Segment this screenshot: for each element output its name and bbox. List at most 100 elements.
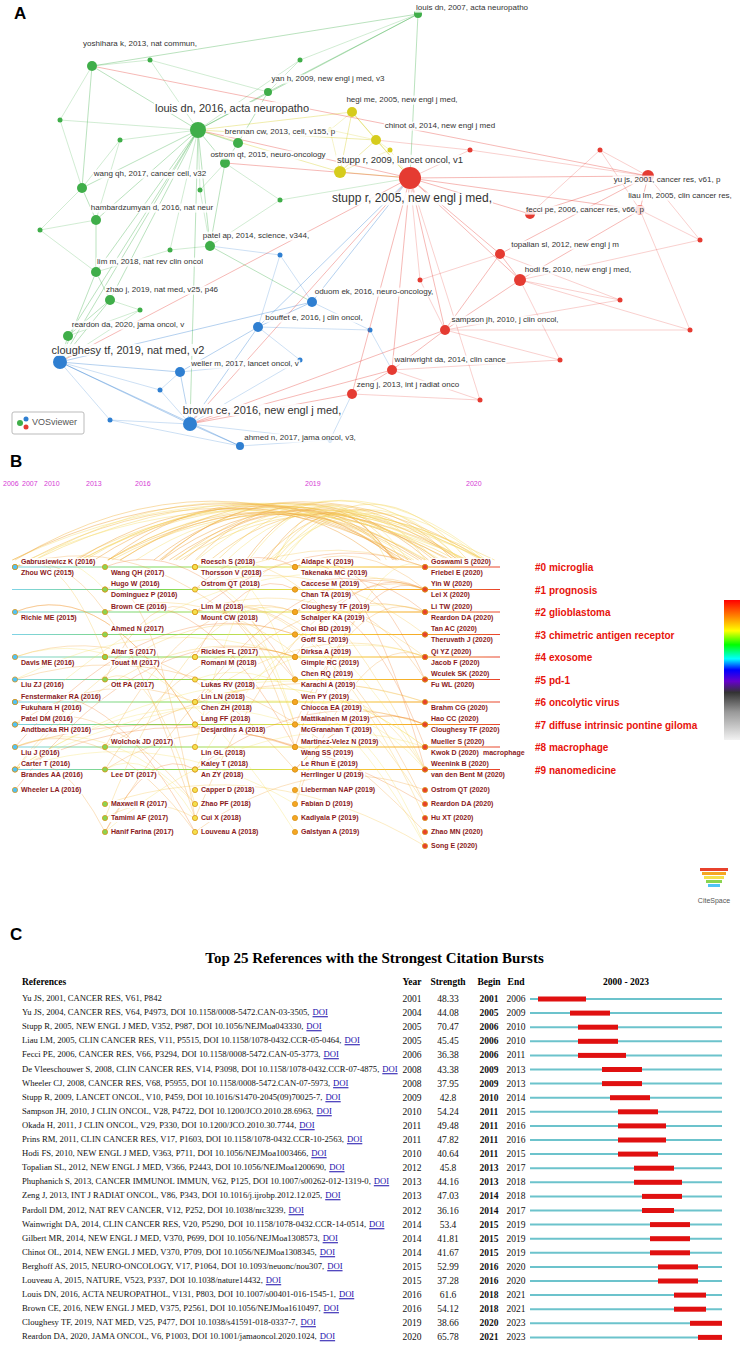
- burst-bar: [650, 1250, 690, 1255]
- table-cell: 2014: [403, 1219, 422, 1229]
- panel-letter: C: [10, 926, 22, 945]
- table-cell: 2015: [403, 1262, 422, 1272]
- co-citation-link: [262, 186, 403, 324]
- citation-arc: [15, 605, 195, 725]
- table-cell: 37.28: [437, 1276, 458, 1286]
- burst-bar: [674, 1293, 706, 1298]
- citation-arc: [195, 645, 425, 724]
- timeline-year: 2013: [86, 480, 102, 488]
- reference-node: [192, 654, 197, 659]
- burst-bar: [602, 1081, 642, 1086]
- co-citation-link: [421, 176, 642, 178]
- cited-reference-label: Maxwell R (2017): [110, 800, 168, 808]
- reference-node: [192, 829, 197, 834]
- reference-text: Brown CE, 2016, NEW ENGL J MED, V375, P2…: [22, 1304, 321, 1314]
- table-cell: 2017: [507, 1205, 526, 1215]
- node-label: reardon da, 2020, jama oncol, v: [71, 321, 186, 330]
- reference-text: Pardoll DM, 2012, NAT REV CANCER, V12, P…: [22, 1206, 286, 1216]
- reference-node: [292, 609, 297, 614]
- table-cell: 2020: [507, 1262, 526, 1272]
- reference-node: [12, 744, 17, 749]
- timeline-span: [530, 1238, 722, 1240]
- node-label: yan h, 2009, new engl j med, v3: [271, 75, 386, 84]
- node-label: louis dn, 2016, acta neuropatho: [154, 102, 310, 114]
- co-citation-link: [392, 189, 409, 365]
- doi-link: DOI: [374, 1178, 389, 1188]
- citation-arc: [15, 752, 295, 804]
- co-citation-link: [411, 18, 418, 167]
- timeline-year: 2010: [44, 480, 60, 488]
- table-cell: 41.67: [437, 1248, 458, 1258]
- reference-node: [422, 609, 427, 614]
- cited-reference-label: Lei X (2020): [430, 591, 471, 599]
- table-cell: 2023: [507, 1332, 526, 1342]
- cited-reference-label: Louveau A (2018): [200, 828, 259, 836]
- timeline-graphics: [12, 500, 740, 887]
- network-link: [82, 140, 120, 188]
- reference-node: [422, 587, 427, 592]
- table-cell: 61.6: [440, 1290, 457, 1300]
- doi-link: DOI: [289, 1206, 304, 1216]
- cited-reference-label: Lieberman NAP (2019): [300, 786, 376, 794]
- table-cell: 2005: [480, 1008, 499, 1018]
- cited-reference-label: Liu J (2016): [20, 749, 61, 757]
- reference-node: [292, 815, 297, 820]
- co-citation-link: [67, 363, 175, 372]
- color-scale: [724, 600, 740, 740]
- citation-arc: [15, 681, 425, 770]
- reference-node: [422, 677, 427, 682]
- network-dot: [168, 248, 173, 253]
- table-cell: 2013: [480, 1177, 499, 1187]
- doi-link: DOI: [316, 1107, 331, 1117]
- reference-node: [422, 829, 427, 834]
- network-link: [120, 130, 198, 140]
- network-link: [300, 14, 418, 60]
- co-citation-link: [504, 179, 642, 252]
- reference-node: [422, 801, 427, 806]
- reference-text: Zeng J, 2013, INT J RADIAT ONCOL, V86, P…: [22, 1192, 322, 1202]
- network-dot: [618, 298, 623, 303]
- reference-node: [292, 654, 297, 659]
- network-dot: [468, 148, 473, 153]
- node-label: hodi fs, 2010, new engl j med,: [524, 266, 632, 275]
- reference-text: De Vleeschouwer S, 2008, CLIN CANCER RES…: [22, 1065, 379, 1075]
- table-cell: 44.16: [437, 1177, 458, 1187]
- reference-node: [192, 815, 197, 820]
- node-label: stupp r, 2009, lancet oncol, v1: [336, 155, 464, 165]
- citation-arc: [15, 688, 195, 724]
- reference-text: Yu JS, 2004, CANCER RES, V64, P4973, DOI…: [22, 1008, 310, 1018]
- cited-reference-label: Zhao PF (2018): [200, 800, 252, 808]
- node-label: louis dn, 2007, acta neuropatho: [415, 4, 529, 13]
- burst-bar: [650, 1236, 690, 1241]
- column-header: 2000 - 2023: [603, 977, 649, 987]
- citation-arc: [195, 561, 425, 770]
- timeline-span: [530, 1012, 722, 1014]
- reference-node: [192, 564, 197, 569]
- timeline-year: 2020: [466, 480, 482, 488]
- citation-arc: [15, 556, 295, 680]
- citation-arc: [295, 716, 425, 770]
- reference-text: Fecci PE, 2006, CANCER RES, V66, P3294, …: [22, 1051, 321, 1061]
- cited-reference-label: Cui X (2018): [200, 814, 242, 822]
- table-cell: 43.38: [437, 1064, 458, 1074]
- cited-reference-label: Hu XT (2020): [430, 814, 474, 822]
- cited-reference-label: Wculek SK (2020): [430, 670, 490, 678]
- cited-reference-label: Brahm CG (2020): [430, 704, 489, 712]
- node-label: sampson jh, 2010, j clin oncol,: [450, 316, 559, 325]
- table-cell: 54.12: [437, 1304, 458, 1314]
- table-cell: 2019: [403, 1318, 422, 1328]
- table-cell: 2014: [403, 1248, 422, 1258]
- reference-node: [292, 654, 297, 659]
- burst-bar: [698, 1335, 722, 1340]
- burst-bar: [642, 1208, 674, 1213]
- cluster-label: #6 oncolytic virus: [535, 697, 619, 708]
- cluster-label: #0 microglia: [535, 562, 593, 573]
- doi-link: DOI: [320, 1248, 335, 1258]
- network-dot: [58, 118, 63, 123]
- table-cell: 2016: [480, 1262, 499, 1272]
- reference-node: [192, 722, 197, 727]
- reference-text: Chinot OL, 2014, NEW ENGL J MED, V370, P…: [22, 1248, 317, 1258]
- burst-bar: [578, 1053, 626, 1058]
- cited-reference-label: Lang FF (2018): [200, 715, 251, 723]
- network-node: cloughesy tf, 2019, nat med, v2: [53, 355, 67, 369]
